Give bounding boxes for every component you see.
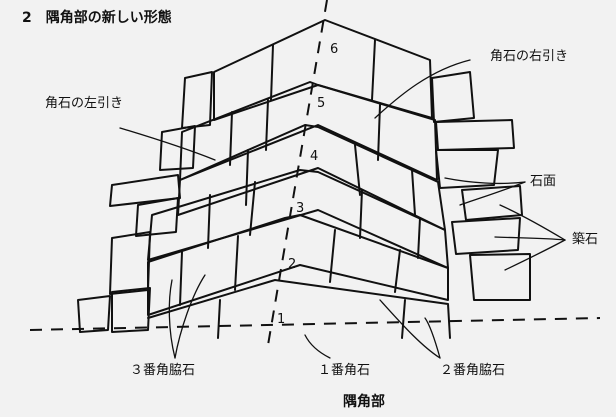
course-number-2: 2 xyxy=(288,257,297,272)
label-wing-stone-2: ２番角脇石 xyxy=(440,363,506,378)
leader-lines xyxy=(119,59,566,359)
label-face: 石面 xyxy=(530,174,557,189)
corner-stone-course-1 xyxy=(147,279,451,339)
course-number-5: 5 xyxy=(317,96,326,111)
corner-stone-course-5 xyxy=(179,81,438,181)
corner-stone-course-2 xyxy=(147,214,449,316)
course-number-1: 1 xyxy=(277,312,286,327)
course-number-6: 6 xyxy=(330,42,339,57)
course-number-3: 3 xyxy=(296,201,305,216)
ground-line xyxy=(29,317,601,331)
corner-stone-course-3 xyxy=(147,169,449,269)
course-number-4: 4 xyxy=(310,149,319,164)
right-rubble-stones xyxy=(431,71,531,301)
corner-stone-course-4 xyxy=(177,124,446,231)
label-corner-stone-1: １番角石 xyxy=(318,363,371,378)
label-rubble: 築石 xyxy=(572,232,599,247)
label-wing-stone-3: ３番角脇石 xyxy=(130,363,196,378)
figure-caption: 隅角部 xyxy=(343,394,385,410)
corner-axis-line xyxy=(267,0,328,346)
label-corner-right: 角石の右引き xyxy=(490,49,569,64)
label-corner-left: 角石の左引き xyxy=(45,96,124,111)
figure-title: 2 隅角部の新しい形態 xyxy=(22,10,172,26)
